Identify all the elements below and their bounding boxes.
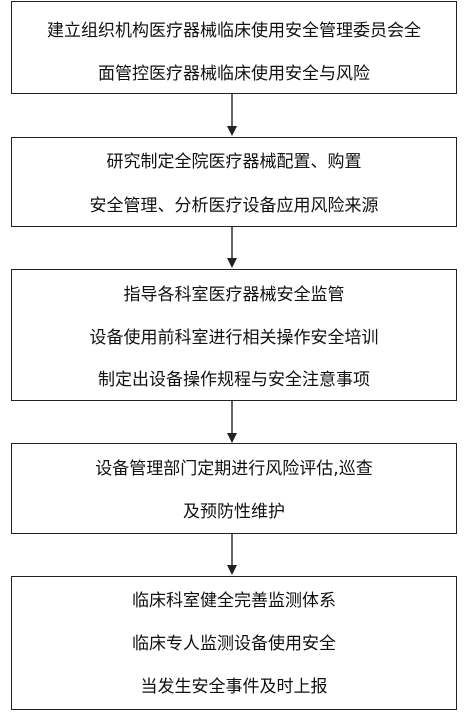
flow-step-2-line-1: 研究制定全院医疗器械配置、购置 [106, 152, 362, 172]
flow-step-3-line-1: 指导各科室医疗器械安全监管 [123, 285, 345, 305]
arrow-down-icon [227, 227, 237, 268]
flow-step-4-line-2: 及预防性维护 [183, 502, 285, 522]
arrow-down-icon [227, 534, 237, 575]
flow-step-3-line-2: 设备使用前科室进行相关操作安全培训 [89, 328, 379, 348]
flow-step-1-line-2: 面管控医疗器械临床使用安全与风险 [98, 64, 370, 84]
arrow-down-icon [227, 94, 237, 136]
flow-step-2-line-2: 安全管理、分析医疗设备应用风险来源 [89, 196, 379, 216]
flow-step-2: 研究制定全院医疗器械配置、购置 安全管理、分析医疗设备应用风险来源 [11, 137, 457, 227]
arrow-down-icon [227, 401, 237, 443]
flow-step-4-line-1: 设备管理部门定期进行风险评估,巡查 [95, 459, 373, 479]
flow-step-5: 临床科室健全完善监测体系 临床专人监测设备使用安全 当发生安全事件及时上报 [11, 576, 457, 710]
flow-step-1: 建立组织机构医疗器械临床使用安全管理委员会全 面管控医疗器械临床使用安全与风险 [11, 1, 457, 94]
flow-step-3-line-3: 制定出设备操作规程与安全注意事项 [98, 370, 370, 390]
flow-step-5-line-2: 临床专人监测设备使用安全 [132, 634, 336, 654]
flow-step-1-line-1: 建立组织机构医疗器械临床使用安全管理委员会全 [47, 21, 421, 41]
flow-step-4: 设备管理部门定期进行风险评估,巡查 及预防性维护 [11, 443, 457, 534]
flow-step-3: 指导各科室医疗器械安全监管 设备使用前科室进行相关操作安全培训 制定出设备操作规… [11, 269, 457, 401]
flow-step-5-line-1: 临床科室健全完善监测体系 [132, 591, 336, 611]
flow-step-5-line-3: 当发生安全事件及时上报 [140, 677, 328, 697]
